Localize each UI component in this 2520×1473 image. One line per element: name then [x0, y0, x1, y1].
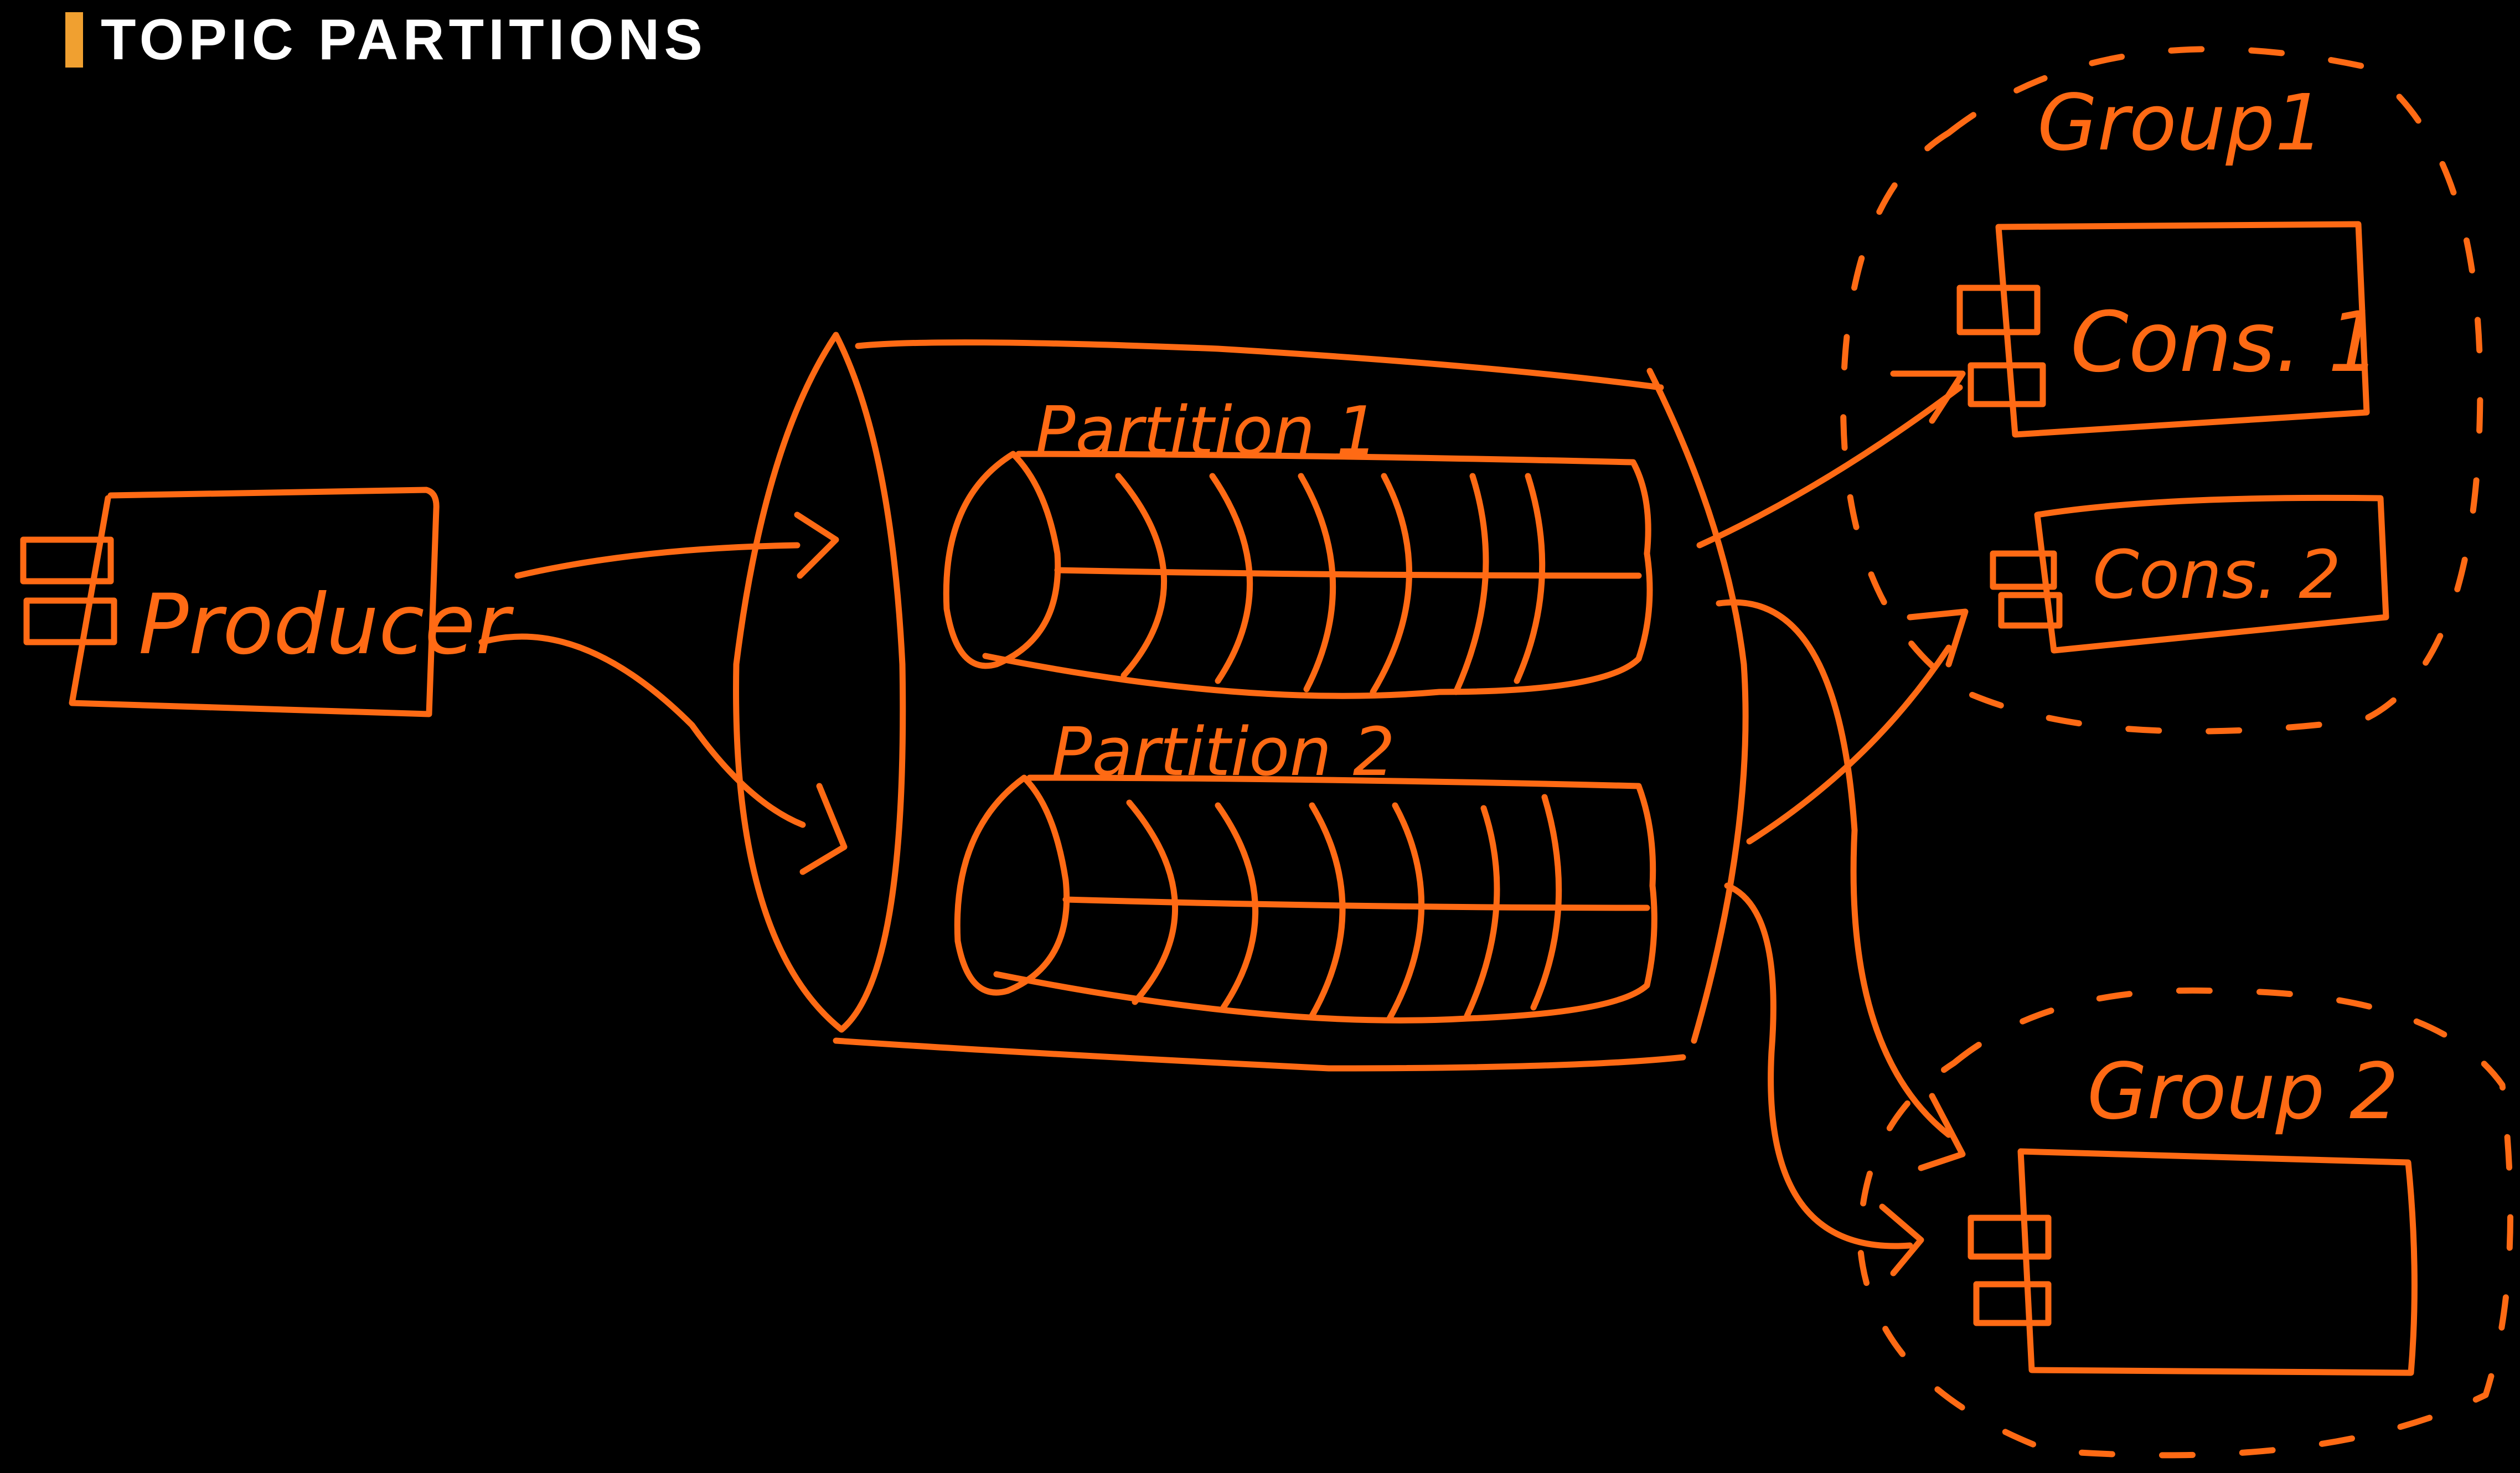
- producer-label: Producer: [138, 577, 514, 673]
- partition-2-front: [957, 778, 1066, 993]
- partition-2-segment-4: [1390, 805, 1422, 1019]
- arrow-topic-to-consumer-1: [1700, 387, 1960, 545]
- arrow-topic-to-group-2-b: [1727, 886, 1910, 1246]
- partition-1-segment-3: [1301, 476, 1333, 689]
- arrow-topic-to-consumer-2: [1749, 648, 1949, 841]
- topic-cylinder-front-ellipse: [736, 335, 903, 1030]
- partition-2: Partition 2: [957, 714, 1654, 1020]
- arrow-producer-to-partition-2: [482, 637, 803, 825]
- consumer-1-port-top: [1960, 288, 2037, 332]
- topic-cylinder-top-edge: [858, 343, 1661, 387]
- consumer-3-port-top: [1971, 1218, 2048, 1257]
- arrow-head-consumer-2: [1910, 612, 1965, 664]
- consumer-3-port-bottom: [1976, 1284, 2048, 1323]
- consumer-3: [1971, 1151, 2414, 1373]
- consumer-1-label: Cons. 1: [2070, 294, 2381, 391]
- consumer-1-port-bottom: [1971, 365, 2043, 404]
- arrow-topic-to-group-2-a: [1719, 602, 1949, 1135]
- producer-node: Producer: [23, 490, 514, 714]
- topic-cylinder-bottom-edge: [836, 1041, 1683, 1068]
- producer-port-bottom: [27, 601, 114, 642]
- arrow-head-2: [803, 786, 844, 872]
- consumer-2-label: Cons. 2: [2093, 537, 2341, 614]
- consumer-1: Cons. 1: [1960, 224, 2381, 435]
- partition-1-segment-5: [1456, 476, 1486, 692]
- group-1: Group1 Cons. 1 Cons. 2: [1843, 49, 2480, 731]
- consumer-3-box: [2021, 1151, 2414, 1373]
- arrow-head-1: [797, 515, 836, 576]
- producer-arrows: [482, 515, 844, 872]
- partition-2-segment-5: [1467, 808, 1497, 1016]
- partition-1: Partition 1: [946, 393, 1650, 696]
- partition-2-segment-3: [1312, 805, 1342, 1016]
- topic-cylinder-back-edge: [1650, 371, 1746, 1041]
- group-2-label: Group 2: [2087, 1047, 2399, 1137]
- partition-2-segment-6: [1533, 797, 1559, 1007]
- group-2: Group 2: [1860, 990, 2511, 1455]
- arrow-head-group-2-b: [1882, 1207, 1921, 1273]
- partition-1-axis: [1057, 570, 1639, 576]
- partition-1-segment-1: [1118, 476, 1164, 675]
- consumer-2: Cons. 2: [1993, 498, 2386, 650]
- group-1-label: Group1: [2037, 78, 2324, 168]
- partition-1-front: [946, 454, 1057, 666]
- partition-1-segment-4: [1373, 476, 1409, 692]
- partition-1-segment-2: [1212, 476, 1250, 681]
